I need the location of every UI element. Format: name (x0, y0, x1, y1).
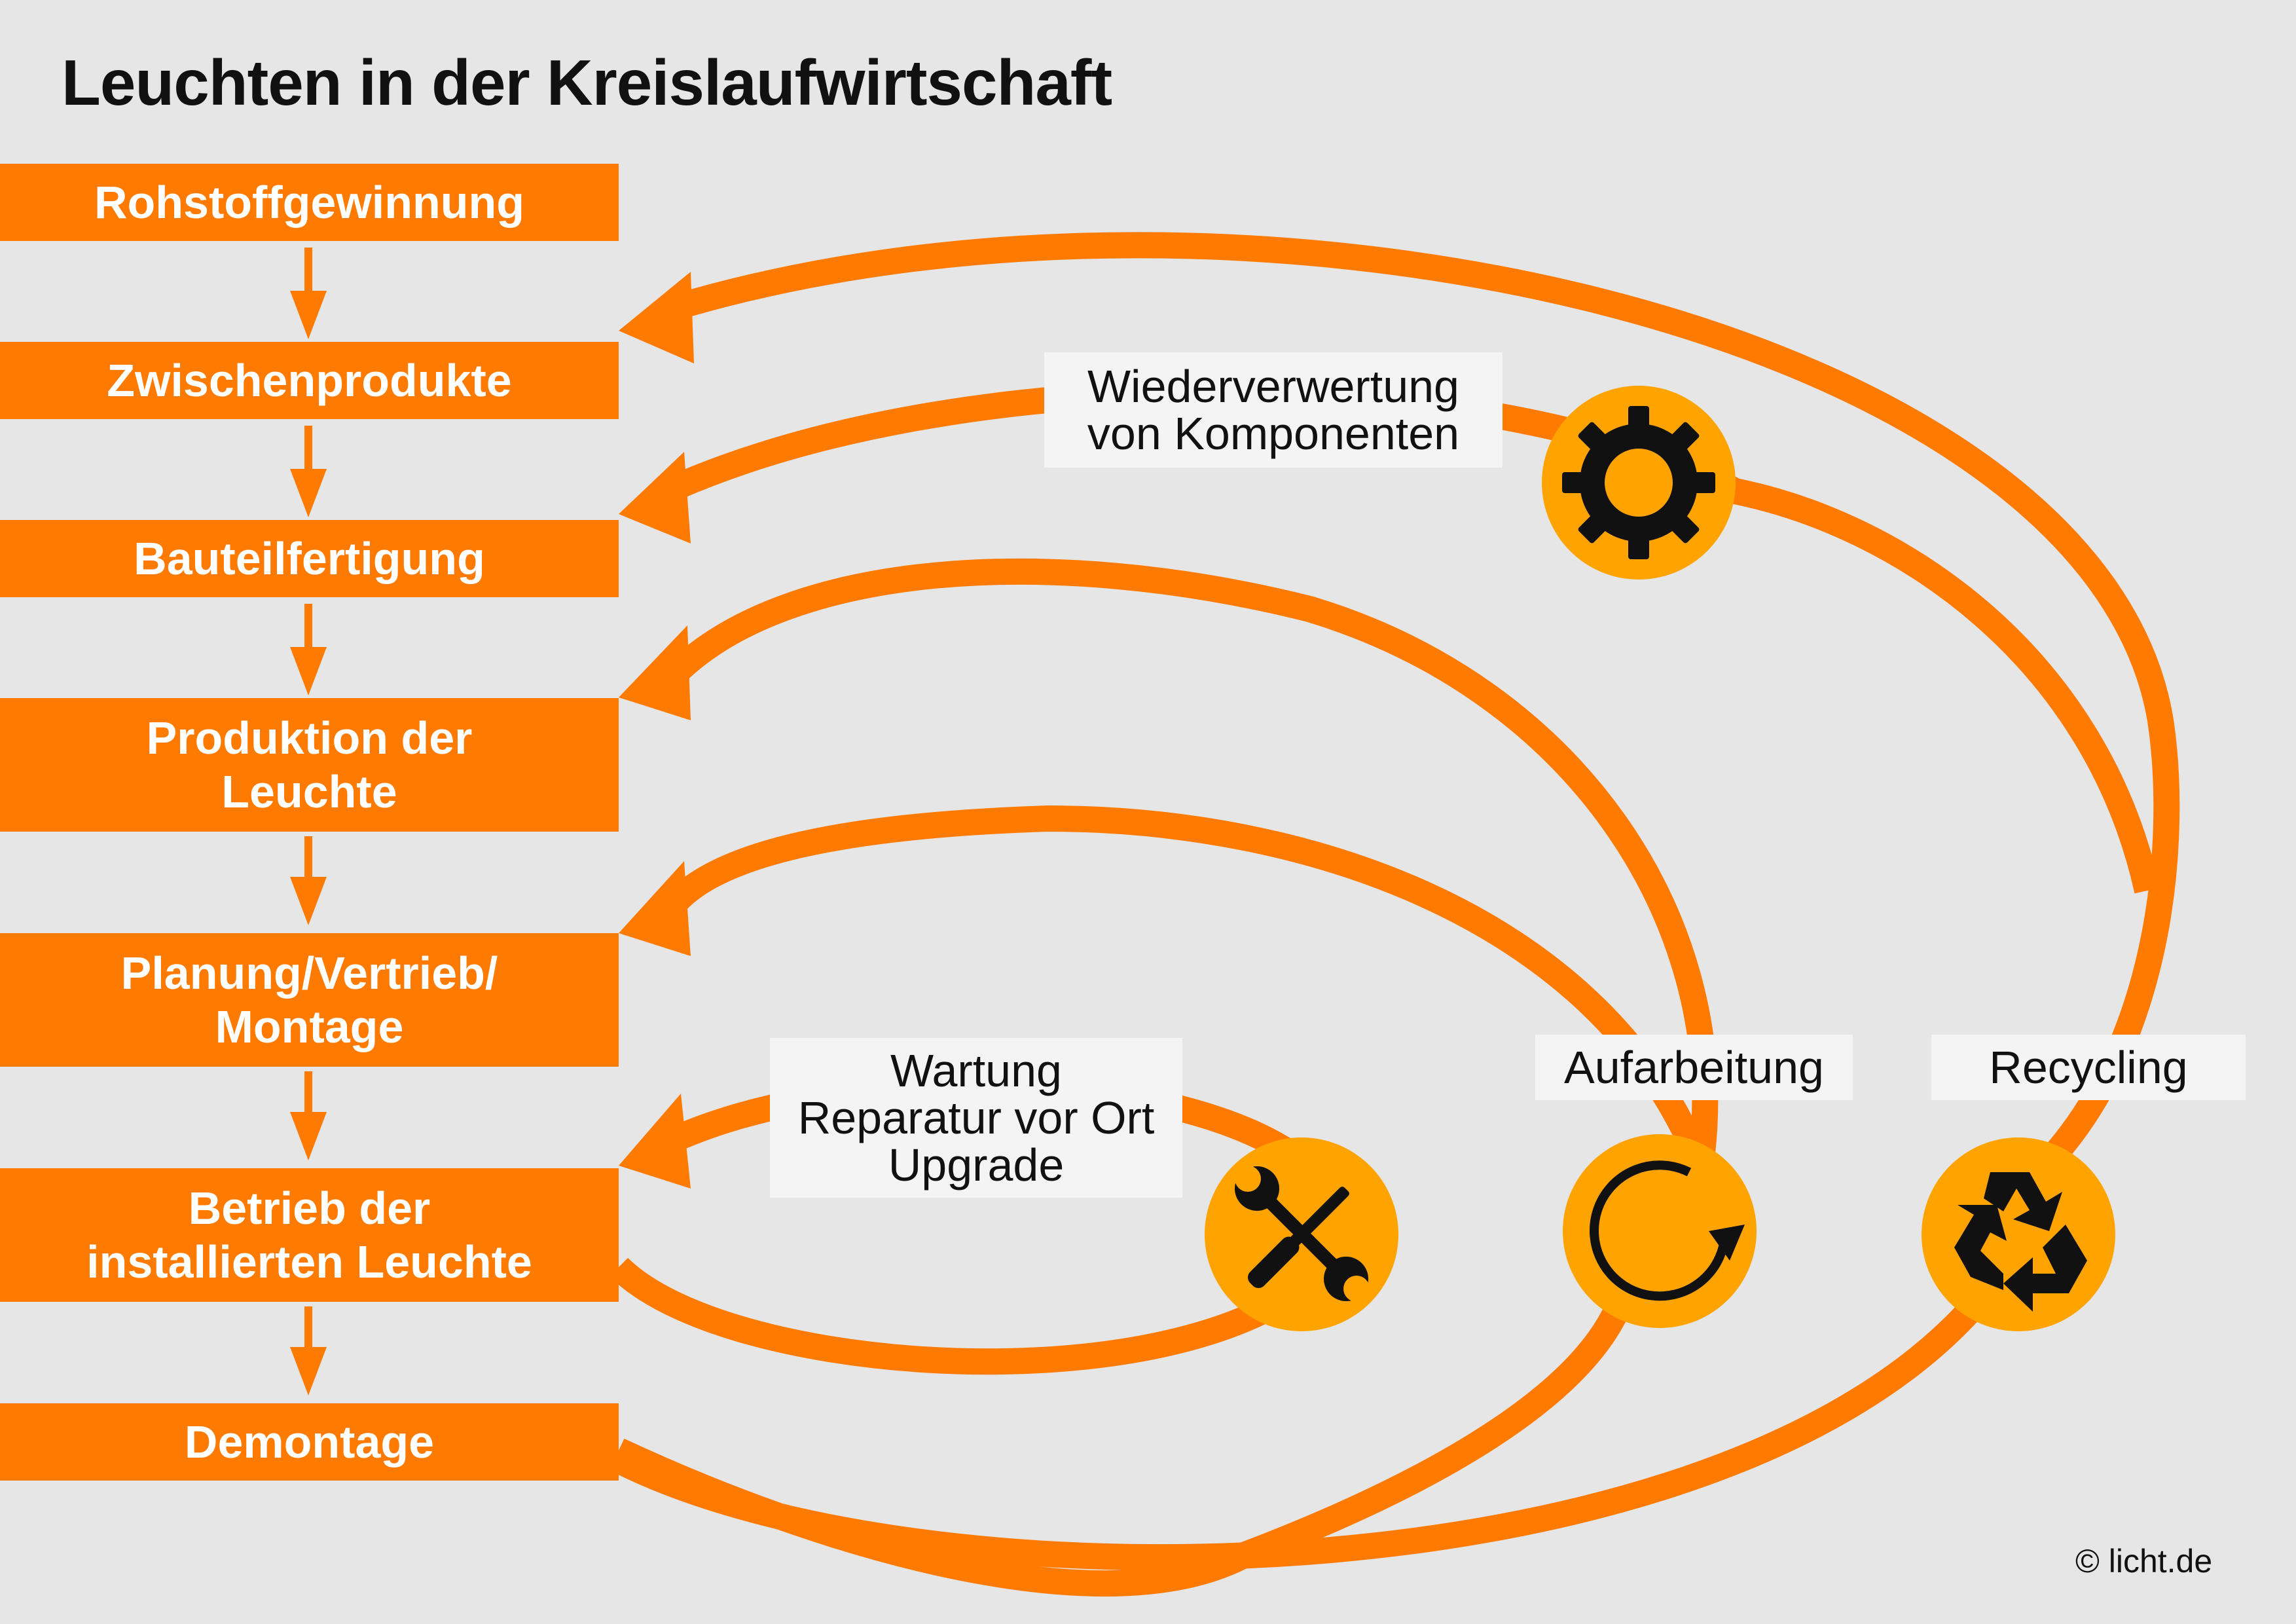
loop-path-demontage-refurbishment (613, 1304, 1630, 1597)
loop-arrowhead-maintenance (619, 1094, 691, 1189)
stage-bauteilfertigung: Bauteilfertigung (0, 520, 619, 597)
label-recycling: Recycling (1931, 1035, 2246, 1100)
loop-arrowhead-recycling (619, 272, 694, 363)
stage-rohstoffgewinnung: Rohstoffgewinnung (0, 164, 619, 241)
loop-path-maintenance-return (609, 1257, 1290, 1375)
circular-arrow-icon (1590, 1160, 1745, 1301)
loop-path-recycling (670, 232, 2180, 1236)
stage-planung-vertrieb-montage: Planung/Vertrieb/ Montage (0, 933, 619, 1067)
flow-arrow-5 (290, 1071, 327, 1160)
stage-zwischenprodukte: Zwischenprodukte (0, 342, 619, 419)
loop-arrowhead-component-reuse (619, 452, 691, 544)
flow-arrow-2 (290, 426, 327, 517)
stage-demontage: Demontage (0, 1403, 619, 1481)
label-component-reuse: Wiederverwertung von Komponenten (1044, 352, 1503, 468)
flow-arrow-1 (290, 248, 327, 339)
flow-arrow-6 (290, 1306, 327, 1395)
flow-arrow-4 (290, 836, 327, 925)
stage-produktion-der-leuchte: Produktion der Leuchte (0, 698, 619, 832)
label-maintenance: Wartung Reparatur vor Ort Upgrade (770, 1038, 1182, 1198)
loop-path-refurbishment-production (665, 558, 1719, 1154)
stage-betrieb: Betrieb der installierten Leuchte (0, 1168, 619, 1302)
maintenance-node (1205, 1137, 1398, 1331)
recycling-icon (1954, 1172, 2087, 1312)
label-refurbishment: Aufarbeitung (1535, 1035, 1853, 1100)
component-reuse-node (1542, 386, 1736, 580)
page-title: Leuchten in der Kreislaufwirtschaft (62, 46, 1112, 119)
recycling-node (1922, 1137, 2115, 1331)
loop-path-refurbishment-planning (664, 805, 1702, 1145)
stage-flow-arrows (290, 248, 327, 1395)
wrench-screwdriver-icon (1235, 1166, 1368, 1301)
loop-arrowhead-refurbishment-planning (619, 861, 691, 956)
flow-arrow-3 (290, 604, 327, 695)
refurbishment-node (1563, 1134, 1757, 1328)
loop-arrowhead-refurbishment-production (619, 625, 691, 720)
copyright: © licht.de (2075, 1543, 2213, 1579)
